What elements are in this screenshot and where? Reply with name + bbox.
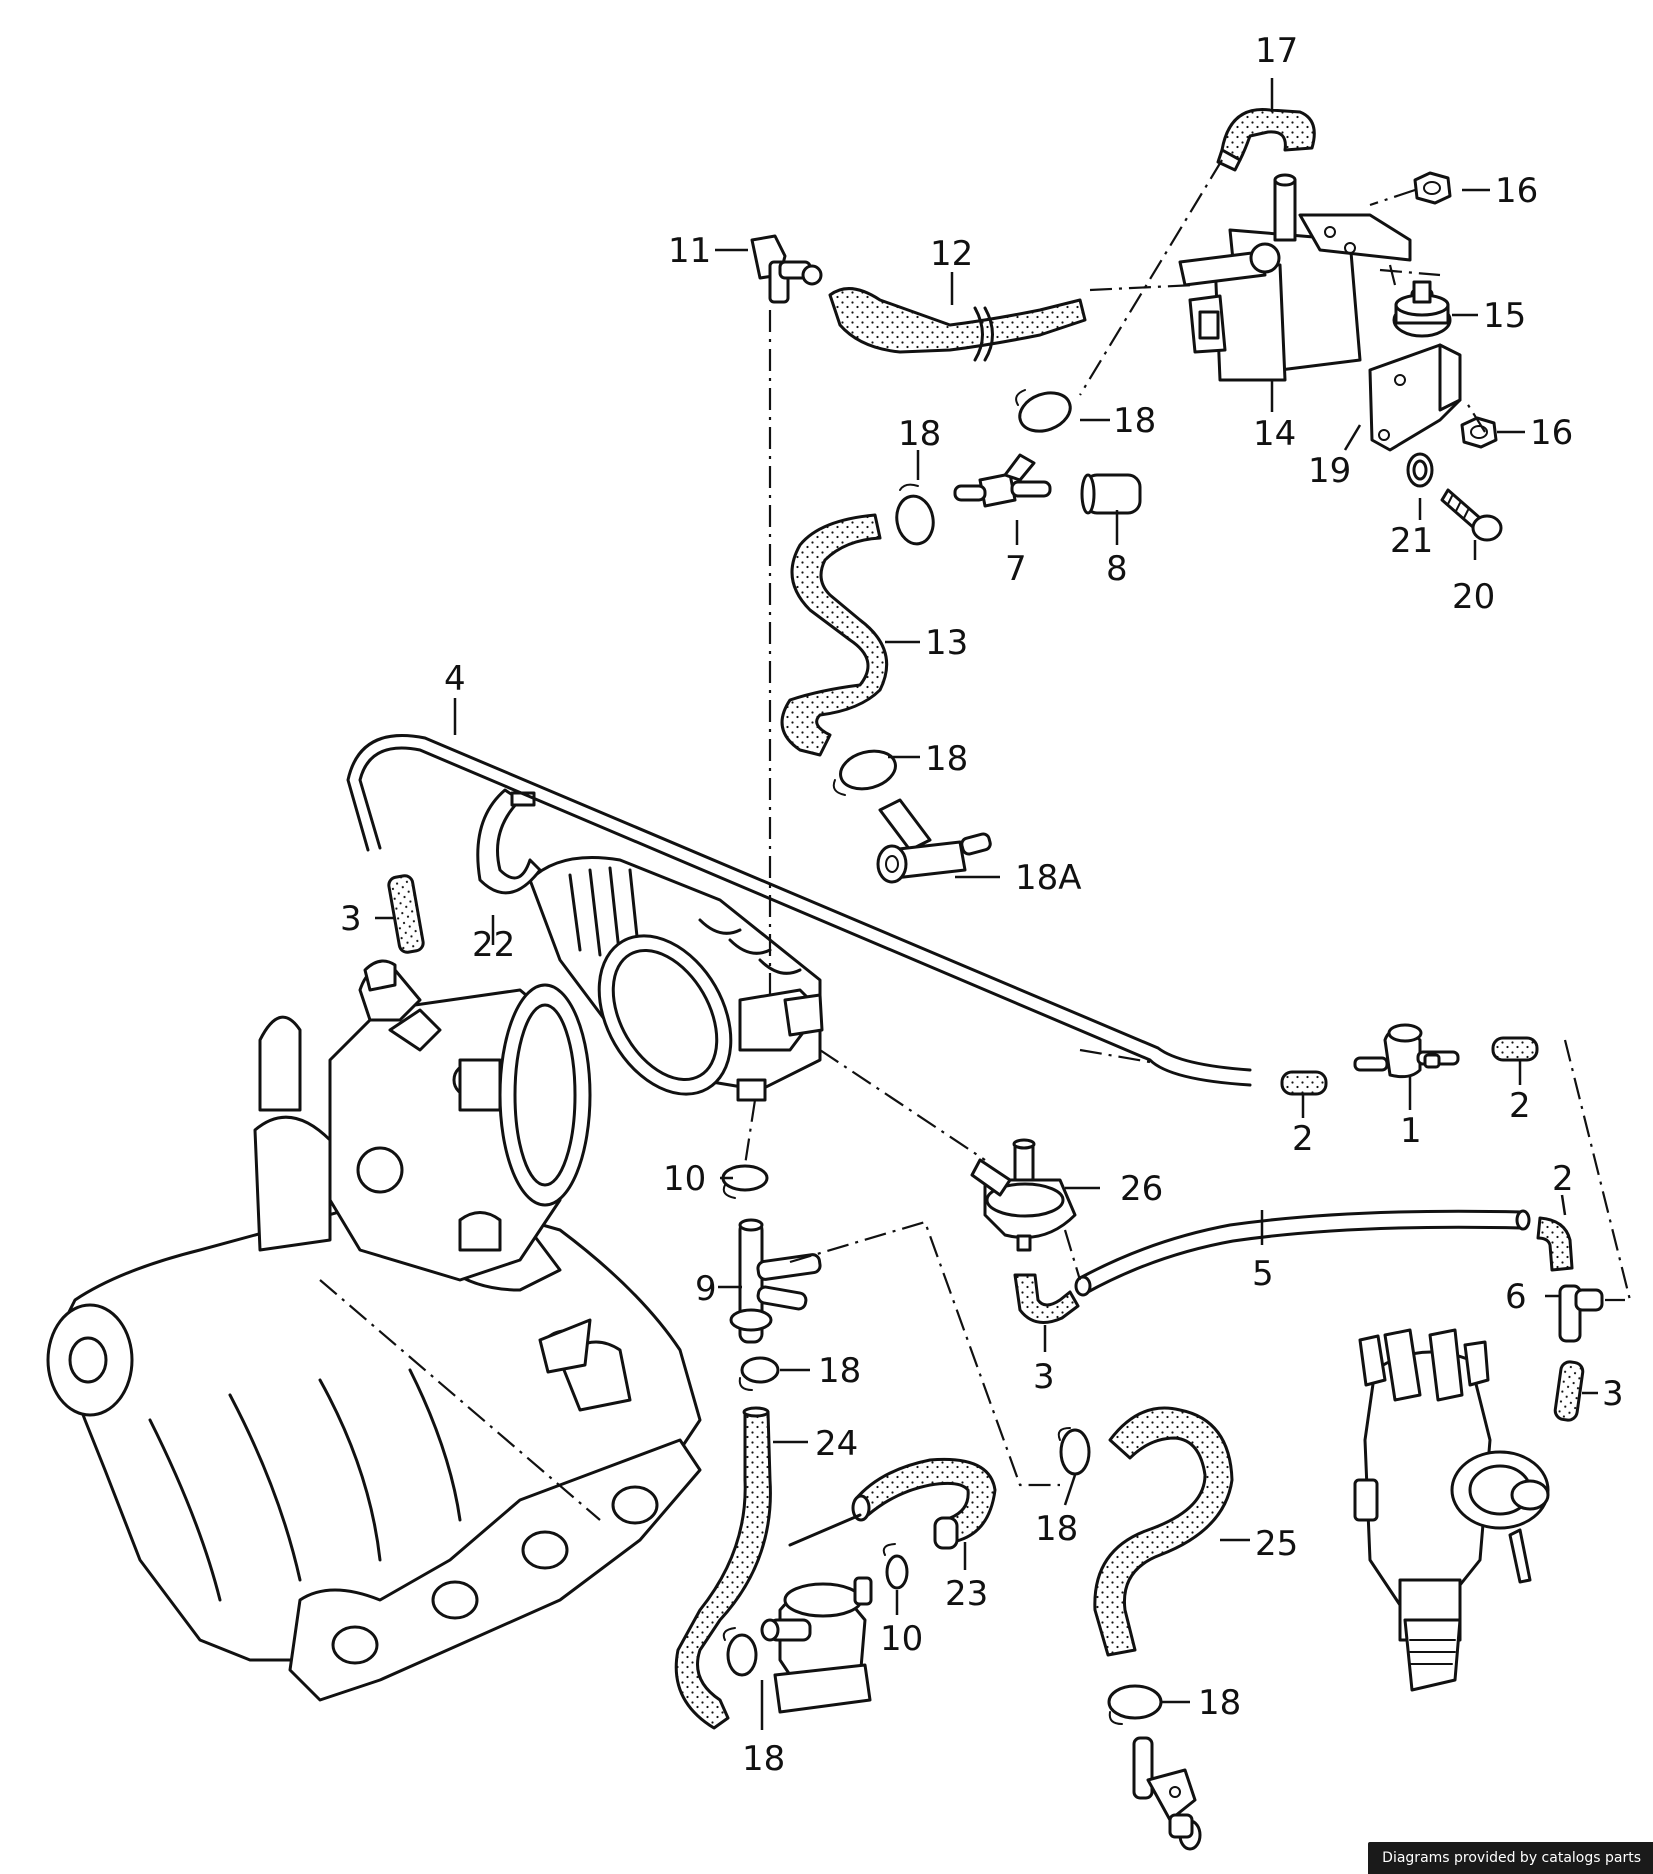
hose-23 [788, 1457, 997, 1550]
callout-16-top: 16 [1495, 171, 1538, 211]
callout-3-right: 3 [1602, 1374, 1624, 1414]
clamp-10-lower [882, 1543, 909, 1590]
callout-16-lower: 16 [1530, 413, 1573, 453]
hose-12 [828, 287, 1087, 362]
credit-badge: Diagrams provided by catalogs parts [1368, 1842, 1653, 1874]
callout-14: 14 [1253, 414, 1296, 454]
callout-22: 22 [472, 925, 515, 965]
callout-23: 23 [945, 1574, 988, 1614]
callout-21: 21 [1390, 521, 1433, 561]
hose-2-left [1280, 1070, 1328, 1096]
callout-18-bottom-left: 18 [742, 1739, 785, 1779]
clamp-22 [476, 788, 542, 895]
callout-7: 7 [1005, 549, 1027, 589]
callout-19: 19 [1308, 451, 1351, 491]
callout-2-elbow: 2 [1552, 1159, 1574, 1199]
hose-4 [346, 734, 1252, 1087]
callout-10-lower: 10 [880, 1619, 923, 1659]
hose-13 [780, 513, 889, 757]
callout-25: 25 [1255, 1524, 1298, 1564]
callout-18-bottom-right: 18 [1198, 1683, 1241, 1723]
callout-4: 4 [444, 659, 466, 699]
hose-25 [1093, 1406, 1234, 1657]
hose-2-elbow [1536, 1216, 1574, 1272]
tee-18A [876, 798, 992, 884]
tee-9 [729, 1218, 822, 1344]
callout-3-left: 3 [340, 899, 362, 939]
callout-18-by-tee: 18 [898, 414, 941, 454]
leader-lines [375, 78, 1598, 1730]
callout-10-upper: 10 [663, 1159, 706, 1199]
hose-3-center [1013, 1273, 1080, 1324]
callout-24: 24 [815, 1424, 858, 1464]
solenoid-valve-14 [1178, 173, 1412, 382]
callout-17: 17 [1255, 31, 1298, 71]
tee-7 [953, 453, 1052, 508]
intake-boot [528, 856, 824, 1102]
cap-8 [1080, 473, 1142, 515]
clamp-18-bottom-left [722, 1627, 758, 1677]
tee-6 [1558, 1284, 1604, 1343]
callout-18-below-tee: 18 [818, 1351, 861, 1391]
callout-18-top: 18 [1113, 401, 1156, 441]
callout-13: 13 [925, 623, 968, 663]
clamp-18-top [1015, 389, 1072, 433]
connection-lines [319, 159, 1632, 1521]
callout-15: 15 [1483, 296, 1526, 336]
screw-20 [1440, 488, 1503, 542]
throttle-body [328, 959, 592, 1282]
clamp-10-upper [721, 1164, 769, 1199]
hose-3-left [387, 874, 425, 954]
callout-1: 1 [1400, 1111, 1422, 1151]
clamp-18-by-tee [895, 483, 935, 546]
bottom-fitting [1132, 1736, 1202, 1851]
nut-16-top [1413, 171, 1452, 205]
valve-lower [760, 1576, 873, 1714]
clamp-18-bottom-right [1107, 1684, 1163, 1725]
callouts: 17 11 12 16 15 18 14 16 19 18 7 8 21 20 … [340, 31, 1624, 1779]
hose-24 [674, 1406, 772, 1730]
callout-2-left: 2 [1292, 1119, 1314, 1159]
hose-2-right [1491, 1036, 1539, 1062]
hose-17 [1216, 108, 1316, 172]
callout-11: 11 [668, 231, 711, 271]
callout-6: 6 [1505, 1277, 1527, 1317]
intake-manifold [46, 1015, 702, 1702]
callout-9: 9 [695, 1269, 717, 1309]
clamp-18-near-25 [1057, 1427, 1091, 1476]
bracket-19 [1368, 343, 1462, 452]
callout-5: 5 [1252, 1254, 1274, 1294]
callout-12: 12 [930, 234, 973, 274]
check-valve-1 [1353, 1023, 1460, 1079]
callout-3-center: 3 [1033, 1357, 1055, 1397]
callout-18-lower-13: 18 [925, 739, 968, 779]
valve-26 [970, 1138, 1077, 1252]
callout-8: 8 [1106, 549, 1128, 589]
callout-26: 26 [1120, 1169, 1163, 1209]
damper-15 [1392, 280, 1452, 338]
elbow-11 [750, 234, 823, 304]
washer-21 [1406, 452, 1434, 488]
distributor [1353, 1328, 1550, 1692]
clamp-18-lower-13 [832, 749, 897, 796]
callout-2-right: 2 [1509, 1086, 1531, 1126]
callout-18A: 18A [1015, 858, 1082, 898]
hose-5 [1074, 1209, 1531, 1297]
hose-3-right [1553, 1360, 1585, 1422]
callout-20: 20 [1452, 577, 1495, 617]
clamp-18-below-tee [738, 1356, 780, 1391]
callout-18-near-25: 18 [1035, 1509, 1078, 1549]
